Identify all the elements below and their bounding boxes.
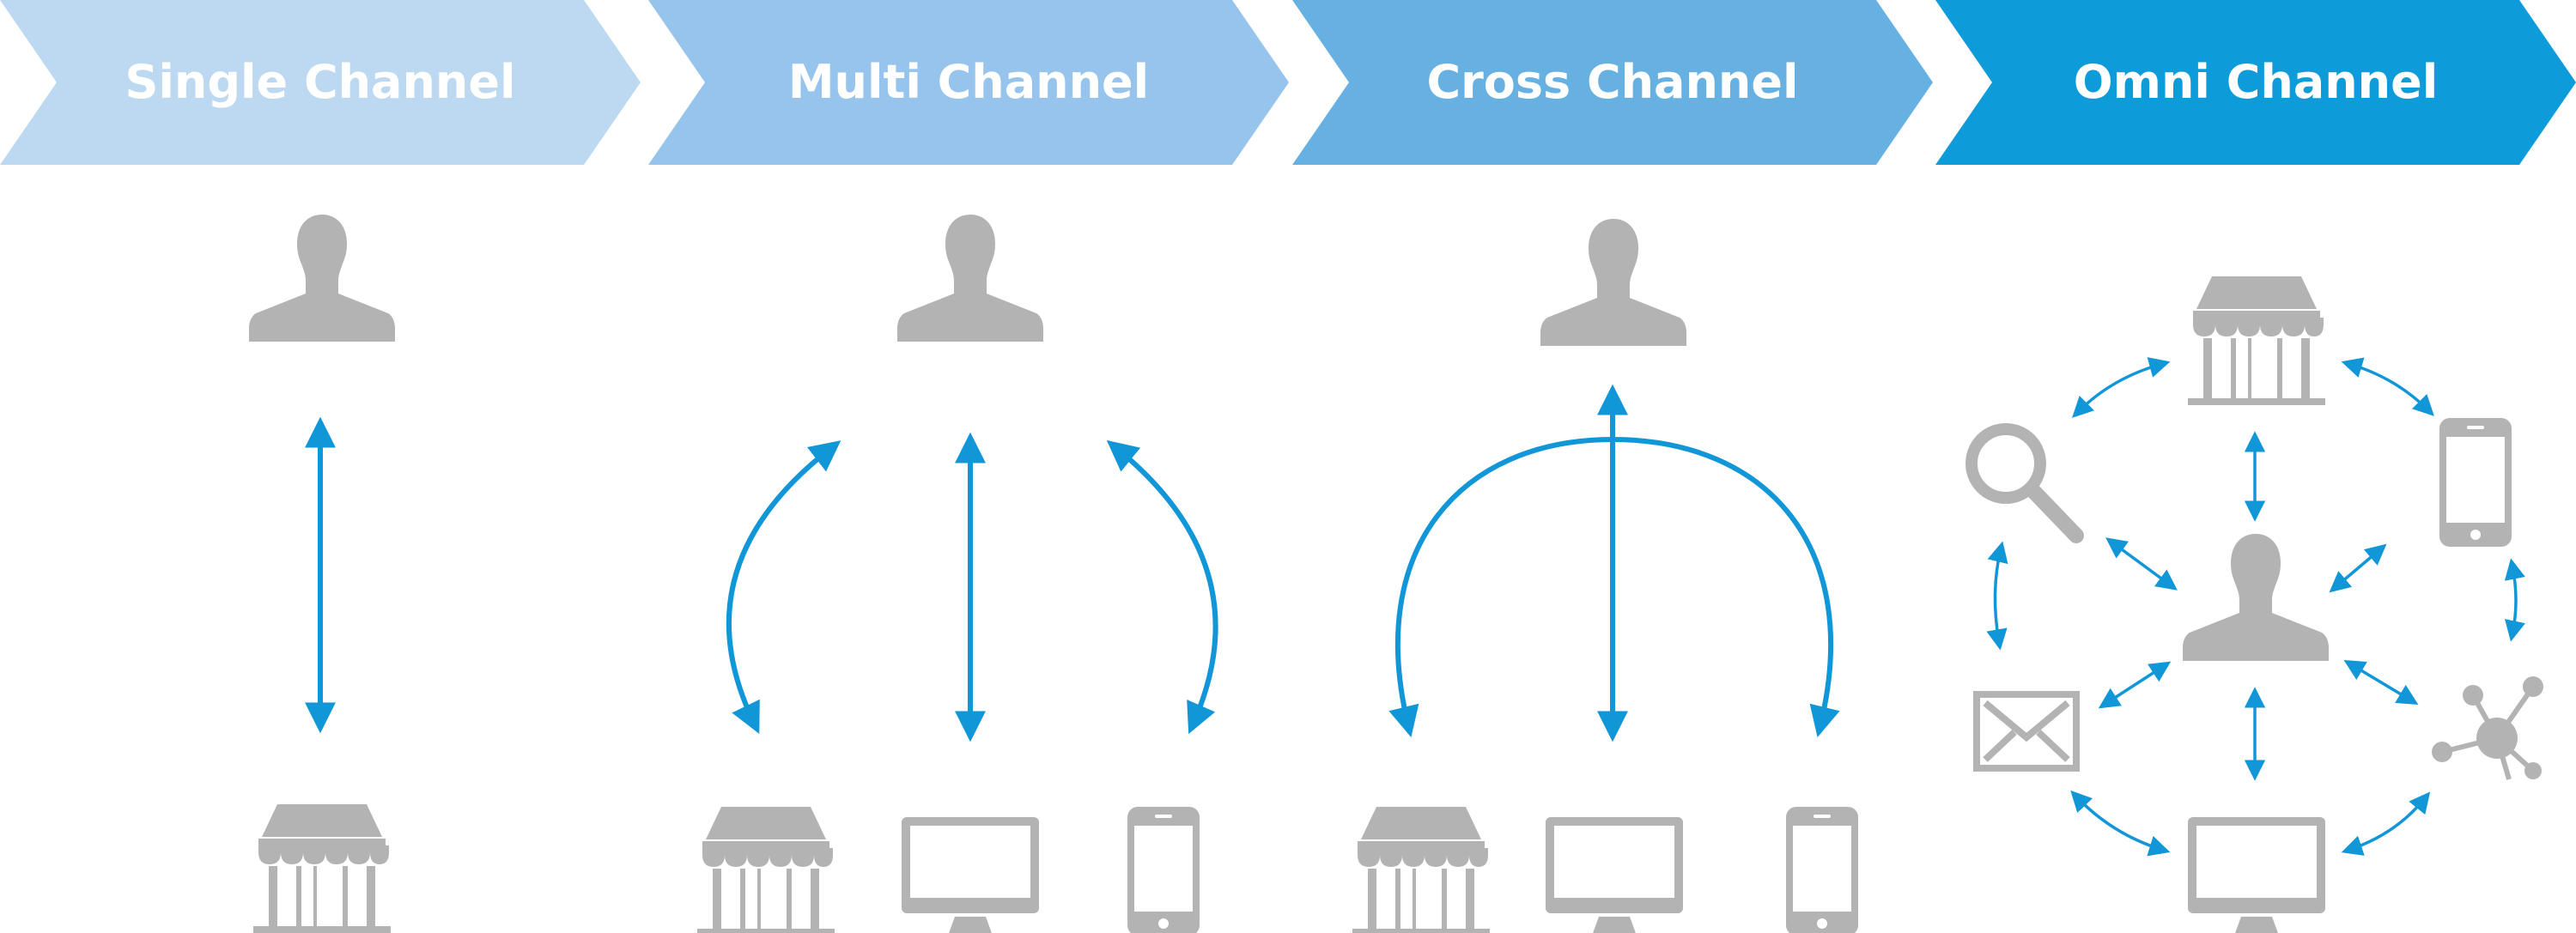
chevron-single-channel	[0, 0, 641, 165]
step-label-cross-channel: Cross Channel	[1427, 55, 1799, 109]
step-label-single-channel: Single Channel	[125, 55, 516, 109]
network-share-icon	[2432, 676, 2543, 779]
store-icon	[697, 807, 835, 933]
step-label-omni-channel: Omni Channel	[2074, 55, 2438, 109]
envelope-icon	[1973, 691, 2080, 772]
chevron-cross-channel	[1292, 0, 1933, 165]
panel-omni-channel	[1971, 276, 2543, 933]
arrow-phone-social	[2504, 558, 2526, 642]
panel-multi-channel	[697, 215, 1218, 933]
step-label-multi-channel: Multi Channel	[788, 55, 1149, 109]
store-icon	[1352, 807, 1490, 933]
arrow-social-person	[2343, 659, 2419, 706]
arrow-mail-search	[1986, 541, 2008, 651]
desktop-icon	[1546, 817, 1683, 933]
arrow-desktop-mail	[2070, 790, 2171, 857]
desktop-icon	[2188, 817, 2325, 933]
panel-single-channel	[249, 215, 395, 933]
arrow-to-phone	[1106, 439, 1218, 735]
person-icon	[1540, 219, 1686, 346]
step-omni-channel: Omni Channel	[1935, 0, 2576, 165]
chevron-omni-channel	[1935, 0, 2576, 165]
store-icon	[253, 804, 391, 933]
step-cross-channel: Cross Channel	[1292, 0, 1933, 165]
phone-icon	[1127, 807, 1200, 933]
step-single-channel: Single Channel	[0, 0, 641, 165]
phone-icon	[1786, 807, 1858, 933]
magnifier-icon	[1971, 429, 2076, 536]
arrow-to-store	[726, 440, 841, 734]
arrow-search-person	[2105, 537, 2178, 591]
chevron-multi-channel	[648, 0, 1289, 165]
store-icon	[2188, 276, 2325, 405]
arrow-phone-person	[2329, 543, 2387, 593]
desktop-icon	[902, 817, 1039, 933]
arrow-search-store	[2072, 357, 2171, 418]
arrow-mail-person	[2098, 661, 2172, 709]
person-icon-center	[2183, 534, 2329, 661]
person-icon	[249, 215, 395, 342]
step-multi-channel: Multi Channel	[648, 0, 1289, 165]
phone-icon	[2439, 418, 2512, 547]
arrow-social-desktop	[2341, 791, 2431, 856]
arrow-store-phone	[2341, 357, 2434, 416]
person-icon	[897, 215, 1043, 342]
panel-cross-channel	[1352, 219, 1858, 933]
